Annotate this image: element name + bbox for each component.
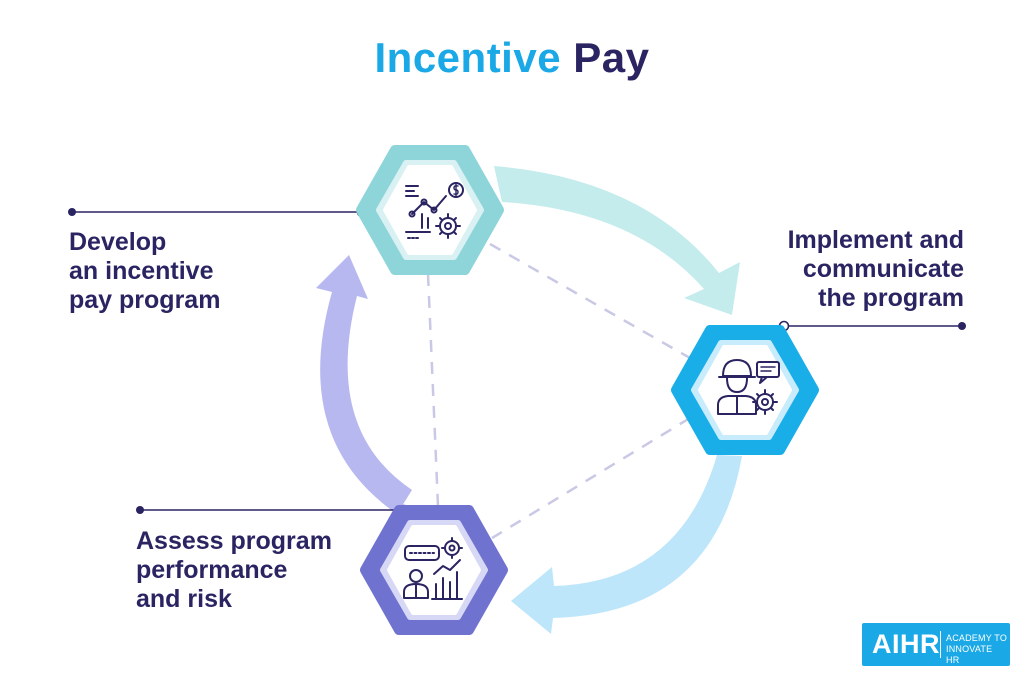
strategy-chart-gear-icon [405, 182, 464, 239]
step-label-develop-line: Develop [69, 228, 167, 256]
leader-line-implement [778, 320, 966, 332]
leader-line-develop [68, 206, 368, 218]
step-label-assess-line: Assess program [136, 527, 332, 555]
cycle-arrow-develop-to-implement [494, 166, 740, 315]
step-label-implement: Implement and communicate the program [700, 226, 964, 313]
hexagon-assess [360, 505, 508, 635]
hexagon-develop [356, 145, 504, 275]
page-title: Incentive Pay [0, 34, 1024, 82]
hexagon-implement [671, 325, 819, 455]
logo-mark: AIHR [872, 629, 940, 659]
leader-dot-develop [68, 208, 76, 216]
step-label-assess: Assess program performance and risk [136, 527, 332, 614]
step-label-develop-line: an incentive [69, 257, 214, 285]
logo-separator [940, 631, 941, 658]
analyst-bar-chart-gear-icon [403, 537, 463, 600]
dashed-connector-triangle [426, 242, 691, 540]
cycle-arrow-implement-to-assess [511, 455, 742, 634]
step-label-implement-line: Implement and [787, 226, 964, 254]
step-label-implement-line: the program [818, 284, 964, 312]
logo-tagline: ACADEMY TO INNOVATE HR [946, 633, 1008, 666]
leader-dot-assess [136, 506, 144, 514]
worker-helmet-speech-gear-icon [717, 359, 780, 415]
cycle-arrow-assess-to-develop [316, 255, 412, 514]
step-label-develop-line: pay program [69, 286, 221, 314]
aihr-logo: AIHR ACADEMY TO INNOVATE HR [862, 623, 1010, 666]
leader-dot-implement [958, 322, 966, 330]
logo-tagline-line1: ACADEMY TO [946, 633, 1008, 643]
title-word-incentive: Incentive [374, 34, 562, 81]
title-word-pay: Pay [573, 34, 650, 81]
step-label-implement-line: communicate [802, 255, 964, 283]
logo-tagline-line2: INNOVATE HR [946, 644, 993, 665]
step-label-assess-line: and risk [136, 585, 232, 613]
leader-line-assess [136, 504, 410, 516]
step-label-assess-line: performance [136, 556, 288, 584]
step-label-develop: Develop an incentive pay program [69, 228, 220, 315]
